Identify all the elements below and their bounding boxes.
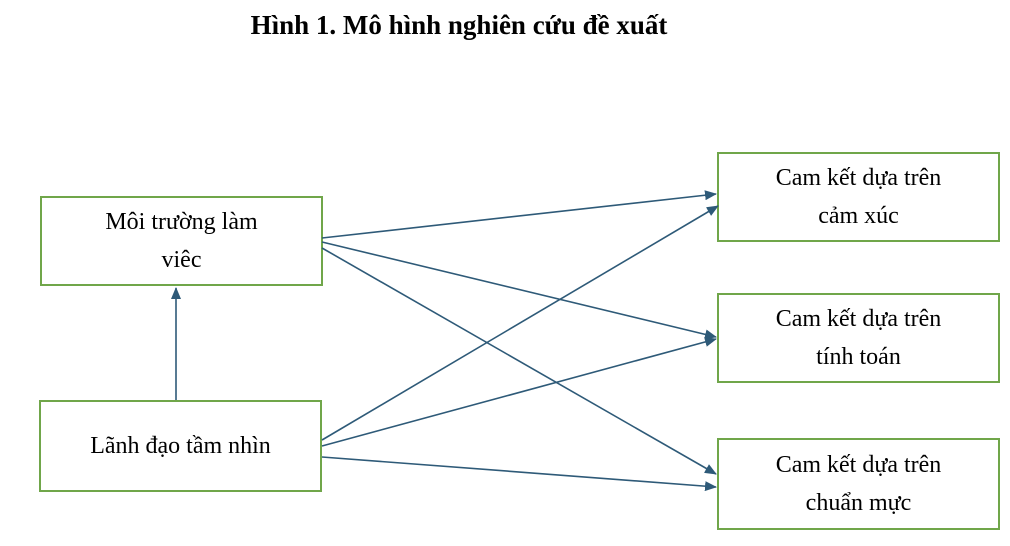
node-affective-commitment: Cam kết dựa trên cảm xúc (717, 152, 1000, 242)
node-affective-commitment-line2: cảm xúc (818, 203, 899, 229)
arrow-environment-to-affective (321, 190, 717, 239)
node-work-environment-line2: viêc (161, 247, 202, 273)
node-continuance-commitment: Cam kết dựa trên tính toán (717, 293, 1000, 383)
arrow-leadership-to-affective (321, 205, 719, 441)
node-visionary-leadership: Lãnh đạo tầm nhìn (39, 400, 322, 492)
arrow-leadership-to-normative (321, 456, 717, 492)
node-work-environment-line1: Môi trường làm (105, 209, 258, 235)
arrow-leadership-to-continuance (321, 337, 717, 447)
node-work-environment: Môi trường làm viêc (40, 196, 323, 286)
node-normative-commitment-line1: Cam kết dựa trên (775, 452, 942, 478)
node-affective-commitment-line1: Cam kết dựa trên (775, 165, 942, 191)
arrow-environment-to-continuance (321, 241, 717, 340)
node-continuance-commitment-line2: tính toán (816, 344, 901, 370)
node-normative-commitment-line2: chuẩn mực (805, 490, 912, 516)
node-continuance-commitment-line1: Cam kết dựa trên (775, 306, 942, 332)
node-normative-commitment: Cam kết dựa trên chuẩn mực (717, 438, 1000, 530)
arrow-environment-to-normative (321, 247, 717, 475)
node-visionary-leadership-line1: Lãnh đạo tầm nhìn (90, 433, 271, 459)
figure-title: Hình 1. Mô hình nghiên cứu đề xuất (250, 10, 668, 40)
